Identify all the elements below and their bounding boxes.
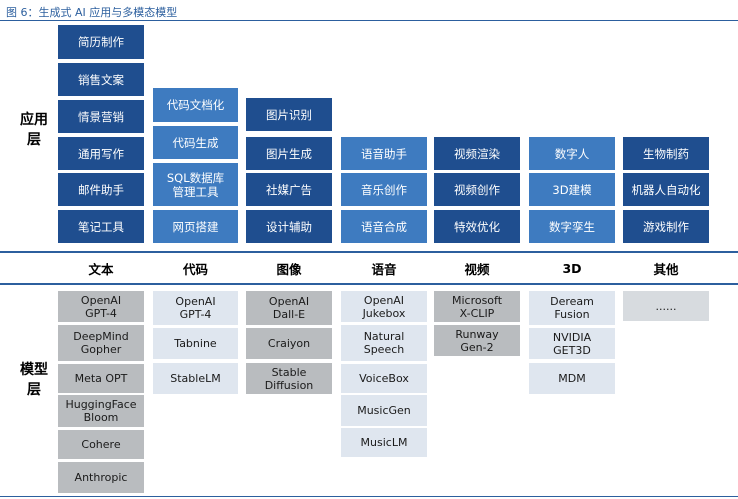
middle-divider-lower <box>0 283 738 285</box>
app-box-speech-3: 语音合成 <box>341 210 427 243</box>
model-box-video-2: Runway Gen-2 <box>434 325 520 356</box>
category-label-code: 代码 <box>182 261 208 277</box>
app-box-other-1: 生物制药 <box>623 137 709 170</box>
app-box-text-6: 笔记工具 <box>58 210 144 243</box>
model-box-text-5: Cohere <box>58 430 144 459</box>
app-box-image-1: 图片识别 <box>246 98 332 131</box>
app-box-video-2: 视频创作 <box>434 173 520 206</box>
app-box-video-3: 特效优化 <box>434 210 520 243</box>
model-box-code-3: StableLM <box>153 363 238 394</box>
model-box-speech-4: MusicGen <box>341 395 427 426</box>
figure-title: 图 6：生成式 AI 应用与多模态模型 <box>6 6 178 19</box>
model-box-3d-2: NVIDIA GET3D <box>529 328 615 359</box>
app-box-image-2: 图片生成 <box>246 137 332 170</box>
application-layer-label: 应用层 <box>20 112 48 148</box>
model-box-video-1: Microsoft X-CLIP <box>434 291 520 322</box>
app-box-speech-1: 语音助手 <box>341 137 427 170</box>
category-label-text: 文本 <box>88 261 114 277</box>
app-box-other-3: 游戏制作 <box>623 210 709 243</box>
app-box-speech-2: 音乐创作 <box>341 173 427 206</box>
app-box-code-2: 代码生成 <box>153 126 238 159</box>
model-box-speech-1: OpenAI Jukebox <box>341 291 427 322</box>
model-box-text-1: OpenAI GPT-4 <box>58 291 144 322</box>
app-box-video-1: 视频渲染 <box>434 137 520 170</box>
category-label-other: 其他 <box>653 261 679 277</box>
model-box-speech-3: VoiceBox <box>341 364 427 393</box>
model-box-code-2: Tabnine <box>153 328 238 359</box>
app-box-other-2: 机器人自动化 <box>623 173 709 206</box>
model-box-code-1: OpenAI GPT-4 <box>153 291 238 325</box>
model-box-text-2: DeepMind Gopher <box>58 325 144 361</box>
model-box-other-1: ...... <box>623 291 709 321</box>
app-box-code-3: SQL数据库 管理工具 <box>153 163 238 206</box>
top-divider <box>0 20 738 21</box>
model-box-image-3: Stable Diffusion <box>246 363 332 394</box>
category-label-3d: 3D <box>562 260 582 276</box>
app-box-text-1: 简历制作 <box>58 25 144 59</box>
app-box-image-3: 社媒广告 <box>246 173 332 206</box>
model-box-text-4: HuggingFace Bloom <box>58 395 144 427</box>
app-box-text-4: 通用写作 <box>58 137 144 170</box>
app-box-text-2: 销售文案 <box>58 63 144 96</box>
category-label-video: 视频 <box>464 261 490 277</box>
model-box-speech-5: MusicLM <box>341 428 427 457</box>
app-box-3d-2: 3D建模 <box>529 173 615 206</box>
model-box-speech-2: Natural Speech <box>341 325 427 361</box>
app-box-text-5: 邮件助手 <box>58 173 144 206</box>
model-box-text-6: Anthropic <box>58 462 144 493</box>
app-box-code-1: 代码文档化 <box>153 88 238 122</box>
middle-divider-upper <box>0 251 738 253</box>
model-box-3d-3: MDM <box>529 363 615 394</box>
app-box-code-4: 网页搭建 <box>153 210 238 243</box>
app-box-image-4: 设计辅助 <box>246 210 332 243</box>
app-box-3d-3: 数字孪生 <box>529 210 615 243</box>
bottom-divider <box>0 496 738 497</box>
model-box-image-1: OpenAI Dall-E <box>246 291 332 325</box>
model-box-image-2: Craiyon <box>246 328 332 359</box>
app-box-text-3: 情景营销 <box>58 100 144 133</box>
model-box-3d-1: Deream Fusion <box>529 291 615 325</box>
category-label-image: 图像 <box>276 261 302 277</box>
model-box-text-3: Meta OPT <box>58 364 144 393</box>
model-layer-label: 模型层 <box>20 362 48 398</box>
category-label-speech: 语音 <box>371 261 397 277</box>
app-box-3d-1: 数字人 <box>529 137 615 170</box>
